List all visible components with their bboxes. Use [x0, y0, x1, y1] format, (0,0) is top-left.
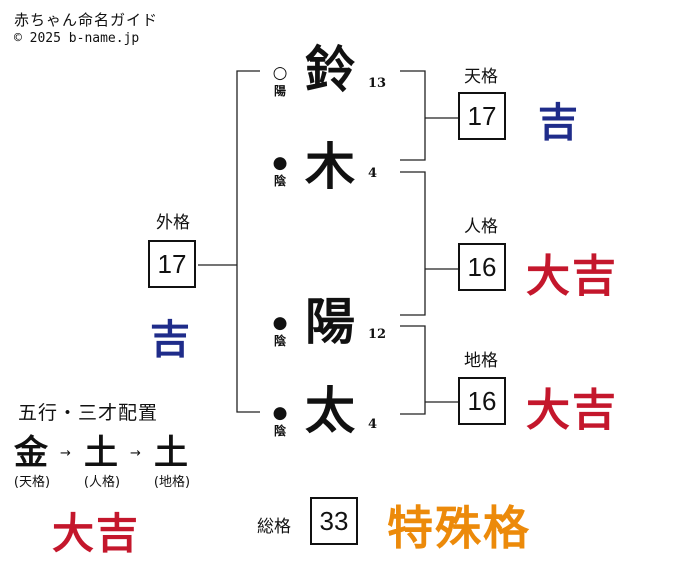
soukaku-value-box: 33 [310, 497, 358, 545]
gogyo-element: 土 [84, 433, 118, 473]
chikaku-fortune: 大吉 [526, 385, 618, 436]
jinkaku-label: 人格 [464, 217, 498, 237]
chikaku-value-box: 16 [458, 377, 506, 425]
stroke-count: 12 [368, 327, 387, 342]
yinyang-label: 陰 [273, 174, 286, 188]
arrow-right-icon: → [130, 446, 141, 461]
name-char: 木 [305, 137, 355, 196]
yinyang-yin-icon: ● [272, 153, 288, 173]
tenkaku-label: 天格 [464, 67, 498, 87]
gaikaku-fortune: 吉 [150, 316, 192, 363]
chikaku-label: 地格 [464, 351, 498, 371]
gogyo-element: 金 [14, 433, 48, 473]
name-char: 太 [305, 381, 355, 440]
app-title: 赤ちゃん命名ガイド [14, 11, 159, 29]
copyright-text: © 2025 b-name.jp [14, 31, 140, 46]
jinkaku-value-box: 16 [458, 243, 506, 291]
stroke-count: 4 [368, 417, 378, 432]
chikaku-bracket-line [400, 325, 426, 415]
yinyang-label: 陰 [273, 424, 286, 438]
gogyo-element-label: (地格) [153, 475, 191, 490]
stroke-count: 13 [368, 76, 387, 91]
tenkaku-value-box: 17 [458, 92, 506, 140]
gaikaku-bracket-line [236, 70, 260, 413]
gaikaku-value-box: 17 [148, 240, 196, 288]
jinkaku-bracket-line [400, 171, 426, 316]
gogyo-element: 土 [154, 433, 188, 473]
arrow-right-icon: → [60, 446, 71, 461]
soukaku-fortune: 特殊格 [387, 501, 531, 555]
gogyo-title: 五行・三才配置 [18, 402, 159, 424]
tenkaku-bracket-line [400, 70, 426, 161]
yinyang-label: 陰 [273, 334, 286, 348]
gogyo-fortune: 大吉 [52, 509, 141, 558]
soukaku-label: 総格 [257, 517, 291, 537]
yinyang-yin-icon: ● [272, 313, 288, 333]
stroke-count: 4 [368, 166, 378, 181]
gogyo-element-label: (天格) [13, 475, 51, 490]
yinyang-yang-icon: ○ [272, 63, 288, 83]
gogyo-element-label: (人格) [83, 475, 121, 490]
yinyang-yin-icon: ● [272, 403, 288, 423]
name-char: 鈴 [305, 40, 355, 99]
name-char: 陽 [305, 292, 355, 351]
gaikaku-label: 外格 [156, 213, 190, 233]
tenkaku-fortune: 吉 [538, 99, 580, 146]
jinkaku-fortune: 大吉 [526, 251, 618, 302]
yinyang-label: 陽 [273, 84, 286, 98]
